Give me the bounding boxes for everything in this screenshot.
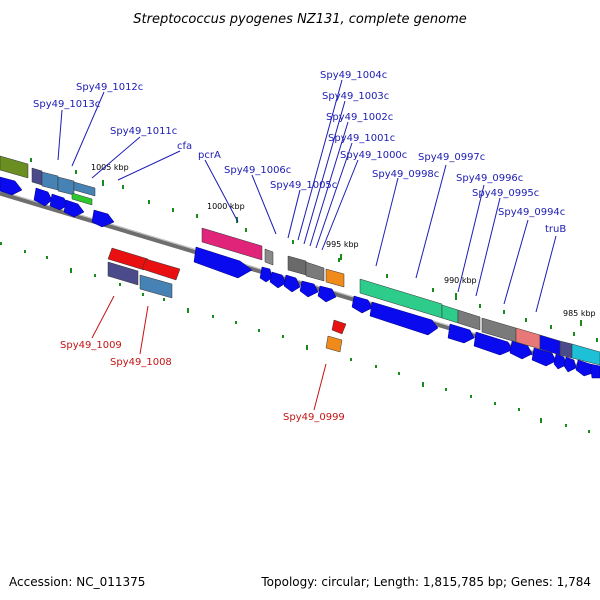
plus-leader-lines [57,79,557,313]
gene-label-spy49-0999: Spy49_0999 [283,412,345,423]
plus-strand-labels: Spy49_1004c Spy49_1003c Spy49_1012c Spy4… [33,70,566,235]
cds-arrows [0,176,600,379]
gene-label-spy49-1005c: Spy49_1005c [270,180,337,191]
gene-label-spy49-0996c: Spy49_0996c [456,173,523,184]
gene-label-spy49-1012c: Spy49_1012c [76,82,143,93]
gene-label-spy49-0994c: Spy49_0994c [498,207,565,218]
gene-label-spy49-1001c: Spy49_1001c [328,133,395,144]
minus-leader-lines [91,295,327,411]
gene-label-spy49-1013c: Spy49_1013c [33,99,100,110]
map-title: Streptococcus pyogenes NZ131, complete g… [133,12,467,27]
scale-label-1000: 1000 kbp [207,202,245,211]
topology-text: Topology: circular; Length: 1,815,785 bp… [260,575,591,589]
gene-label-spy49-1003c: Spy49_1003c [322,91,389,102]
gene-label-spy49-1009: Spy49_1009 [60,340,122,351]
gene-label-spy49-0995c: Spy49_0995c [472,188,539,199]
scale-label-995: 995 kbp [326,240,359,249]
accession-text: Accession: NC_011375 [9,575,145,589]
scale-ticks [102,180,582,326]
gene-label-spy49-0997c: Spy49_0997c [418,152,485,163]
gene-blocks [0,155,600,366]
tick-marks [0,158,598,433]
gene-label-cfa: cfa [177,141,192,152]
scale-label-985: 985 kbp [563,309,596,318]
minus-strand-labels: Spy49_1009 Spy49_1008 Spy49_0999 [60,340,345,423]
gene-label-spy49-1004c: Spy49_1004c [320,70,387,81]
gene-label-trub: truB [545,224,566,235]
gene-label-pcra: pcrA [198,150,221,161]
scale-label-1005: 1005 kbp [91,163,129,172]
gene-label-spy49-1002c: Spy49_1002c [326,112,393,123]
gene-label-spy49-0998c: Spy49_0998c [372,169,439,180]
gene-label-spy49-1000c: Spy49_1000c [340,150,407,161]
gene-label-spy49-1011c: Spy49_1011c [110,126,177,137]
gene-label-spy49-1008: Spy49_1008 [110,357,172,368]
gene-label-spy49-1006c: Spy49_1006c [224,165,291,176]
